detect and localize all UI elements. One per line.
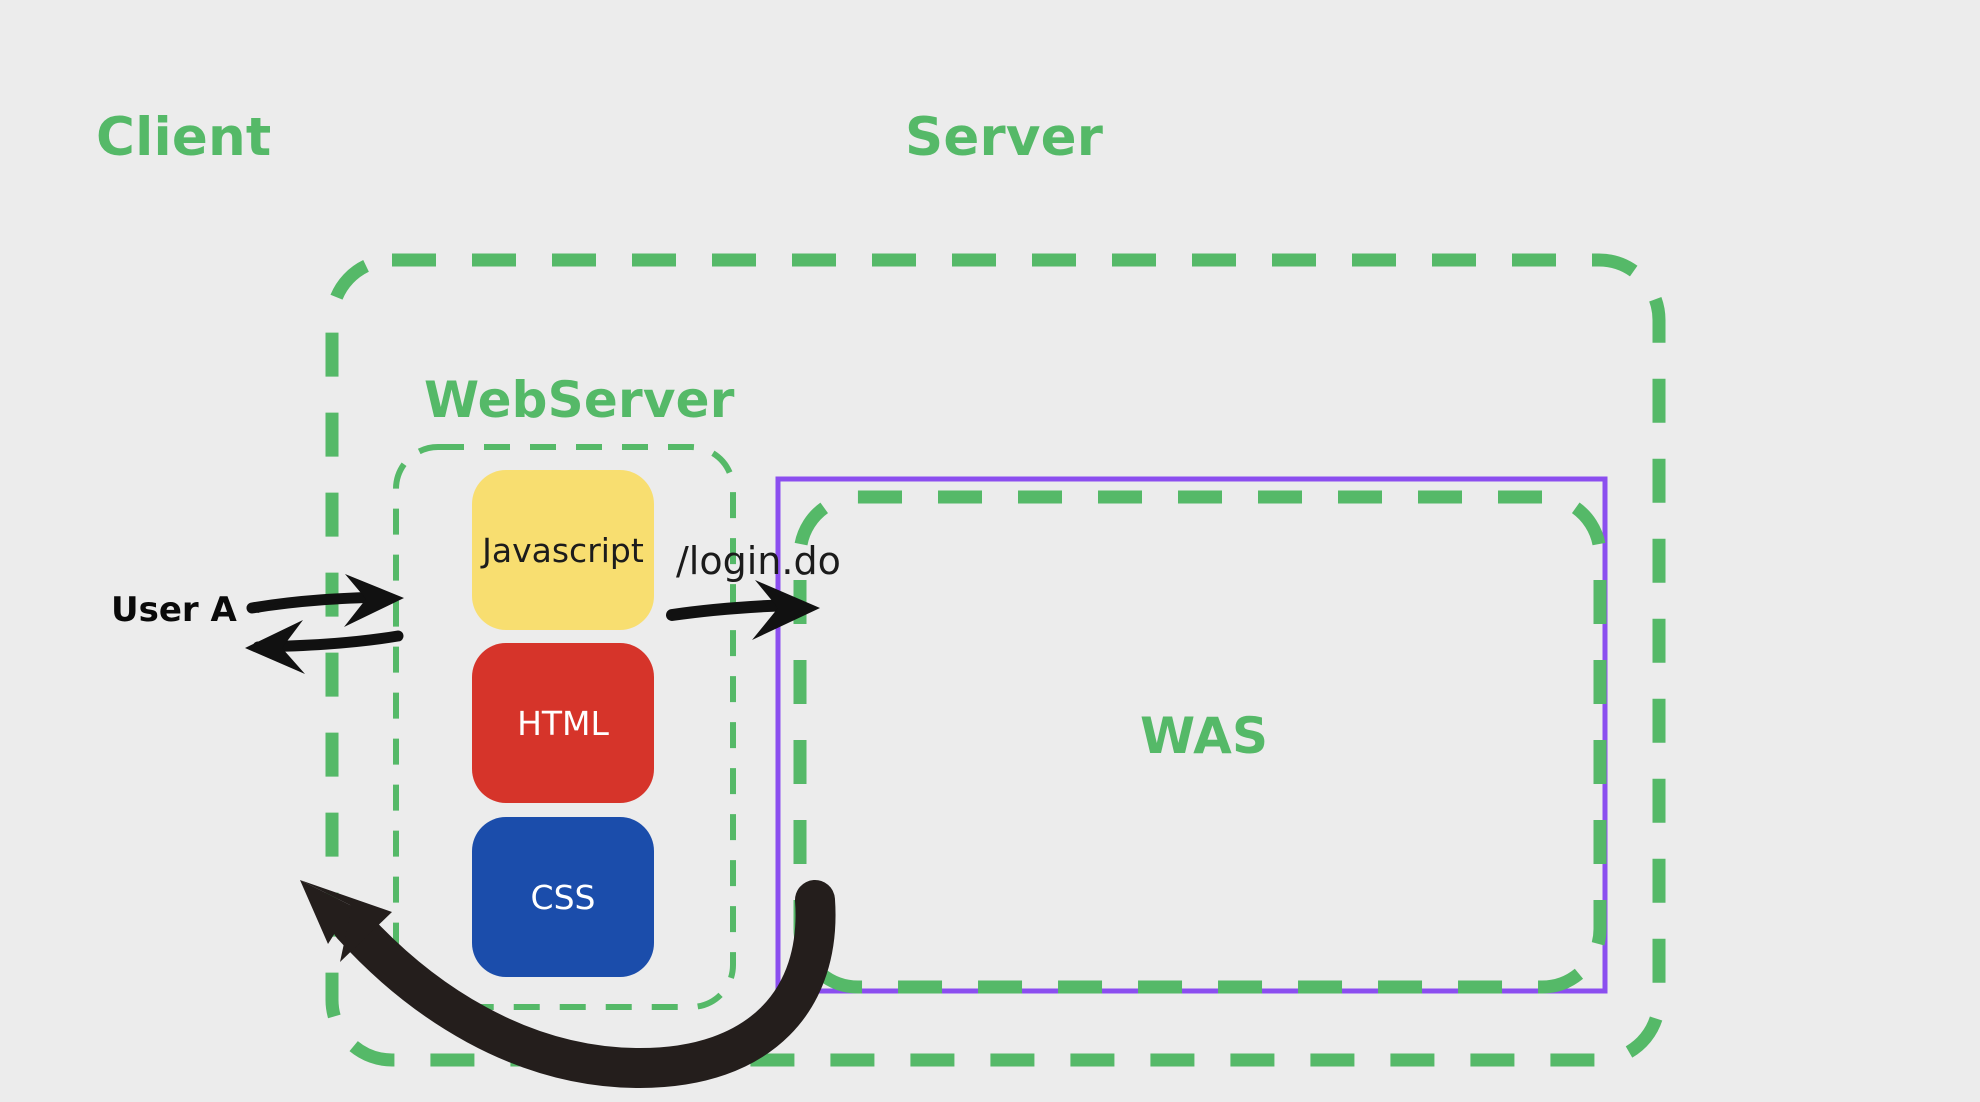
tech-box-css-label: CSS: [530, 877, 596, 917]
tech-box-css: CSS: [472, 817, 654, 977]
tech-box-javascript: Javascript: [472, 470, 654, 630]
login-request-label: /login.do: [676, 539, 841, 583]
tech-box-javascript-label: Javascript: [482, 530, 644, 570]
was-title: WAS: [1140, 707, 1269, 765]
user-response-arrow: [245, 620, 404, 674]
user-a-label: User A: [111, 590, 237, 630]
tech-box-html: HTML: [472, 643, 654, 803]
client-zone-title: Client: [96, 107, 272, 168]
webserver-title: WebServer: [424, 371, 735, 429]
login-request-arrow: [666, 580, 820, 640]
server-zone-title: Server: [905, 107, 1104, 168]
tech-box-html-label: HTML: [517, 703, 609, 743]
user-request-arrow: [246, 574, 404, 627]
